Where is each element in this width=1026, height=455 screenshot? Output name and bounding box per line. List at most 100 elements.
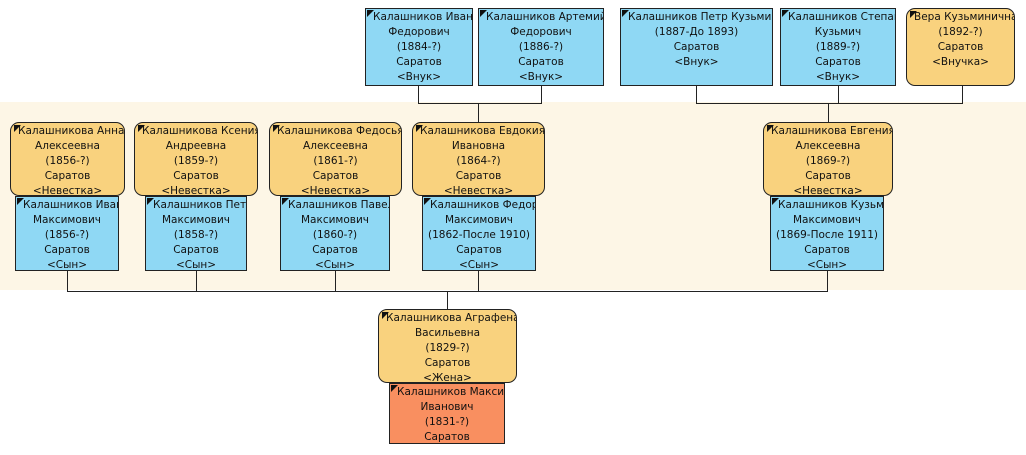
person-detail: Саратов xyxy=(518,56,564,68)
person-detail: <Сын> xyxy=(175,259,217,271)
person-detail: Саратов xyxy=(815,56,861,68)
card-corner-marker-icon xyxy=(910,11,917,18)
person-detail: <Внук> xyxy=(518,71,564,83)
person-detail: Саратов xyxy=(44,170,91,182)
person-detail: <Внук> xyxy=(815,71,861,83)
card-corner-marker-icon xyxy=(767,125,774,132)
person-detail: <Невестка> xyxy=(32,185,103,196)
person-name: Калашникова Анна xyxy=(18,125,125,137)
person-detail: (1862-После 1910) xyxy=(427,229,531,241)
person-detail: <Жена> xyxy=(423,372,472,383)
person-detail: Саратов xyxy=(312,170,359,182)
person-name: Калашников Степан xyxy=(788,11,896,23)
person-detail: Саратов xyxy=(937,41,984,53)
person-detail: Саратов xyxy=(673,41,720,53)
person-detail: Максимович xyxy=(162,214,230,226)
person-detail: <Невестка> xyxy=(161,185,231,196)
card-corner-marker-icon xyxy=(782,10,789,17)
person-name: Вера Кузьминична xyxy=(914,11,1015,23)
person-detail: Максимович xyxy=(301,214,369,226)
person-detail: (1892-?) xyxy=(938,26,983,38)
person-detail: Максимович xyxy=(793,214,861,226)
person-name: Калашников Артемий xyxy=(486,11,604,23)
person-name: Калашникова Аграфена xyxy=(386,312,517,324)
person-detail: (1869-После 1911) xyxy=(775,229,879,241)
person-detail: Ивановна xyxy=(451,140,506,152)
person-detail: <Внук> xyxy=(674,56,719,68)
person-detail: (1861-?) xyxy=(313,155,358,167)
person-detail: <Невестка> xyxy=(793,185,863,196)
connector-fedor-children xyxy=(418,86,542,122)
person-detail: Саратов xyxy=(396,56,442,68)
person-name: Калашников Федор xyxy=(430,199,536,211)
person-detail: Саратов xyxy=(173,170,219,182)
person-name: Калашников Иван xyxy=(23,199,119,211)
person-detail: <Невестка> xyxy=(443,185,514,196)
person-detail: Андреевна xyxy=(165,140,227,152)
person-detail: Алексеевна xyxy=(795,140,861,152)
person-detail: Саратов xyxy=(456,244,502,256)
card-corner-marker-icon xyxy=(282,198,289,205)
card-corner-marker-icon xyxy=(416,125,423,132)
person-detail: Максимович xyxy=(445,214,513,226)
person-name: Калашников Петр xyxy=(153,199,247,211)
person-detail: Саратов xyxy=(805,170,851,182)
person-detail: <Сын> xyxy=(314,259,356,271)
person-detail: Саратов xyxy=(312,244,358,256)
person-detail: <Внучка> xyxy=(932,56,989,68)
person-name: Калашникова Евгения xyxy=(771,125,893,137)
card-corner-marker-icon xyxy=(147,198,154,205)
card-corner-marker-icon xyxy=(138,125,145,132)
person-detail: Федорович xyxy=(388,26,450,38)
person-card-vera-k[interactable]: Вера Кузьминична (1892-?) Саратов <Внучка> xyxy=(906,8,1015,86)
card-corner-marker-icon xyxy=(424,198,431,205)
person-detail: (1884-?) xyxy=(396,41,442,53)
person-detail: (1858-?) xyxy=(173,229,219,241)
card-corner-marker-icon xyxy=(772,198,779,205)
card-corner-marker-icon xyxy=(622,10,629,17)
person-detail: (1864-?) xyxy=(456,155,501,167)
person-name: Калашников Петр Кузьмич xyxy=(628,11,773,23)
person-detail: Алексеевна xyxy=(303,140,368,152)
person-detail: Саратов xyxy=(804,244,850,256)
person-name: Калашникова Евдокия xyxy=(420,125,545,137)
person-card-petr-k[interactable]: Калашников Петр Кузьмич(1887-До 1893)Сар… xyxy=(620,8,773,86)
person-detail: Саратов xyxy=(424,431,470,443)
person-detail: Иванович xyxy=(420,401,474,413)
person-detail: <Невестка> xyxy=(300,185,371,196)
person-detail: Алексеевна xyxy=(35,140,100,152)
card-corner-marker-icon xyxy=(391,385,398,392)
card-corner-marker-icon xyxy=(17,198,24,205)
person-name: Калашникова Федосья xyxy=(277,125,402,137)
person-detail: (1831-?) xyxy=(424,416,470,428)
person-detail: Федорович xyxy=(510,26,572,38)
card-corner-marker-icon xyxy=(273,125,280,132)
person-detail: Саратов xyxy=(173,244,219,256)
person-detail: (1886-?) xyxy=(518,41,564,53)
card-corner-marker-icon xyxy=(480,10,487,17)
person-detail: <Сын> xyxy=(46,259,88,271)
person-name: Калашников Кузьма xyxy=(778,199,884,211)
card-corner-marker-icon xyxy=(382,312,389,319)
person-name: Калашников Иван xyxy=(373,11,473,23)
person-detail: <Сын> xyxy=(806,259,848,271)
card-corner-marker-icon xyxy=(367,10,374,17)
person-detail: (1860-?) xyxy=(312,229,358,241)
person-detail: (1889-?) xyxy=(815,41,861,53)
person-detail: <Сын> xyxy=(458,259,500,271)
